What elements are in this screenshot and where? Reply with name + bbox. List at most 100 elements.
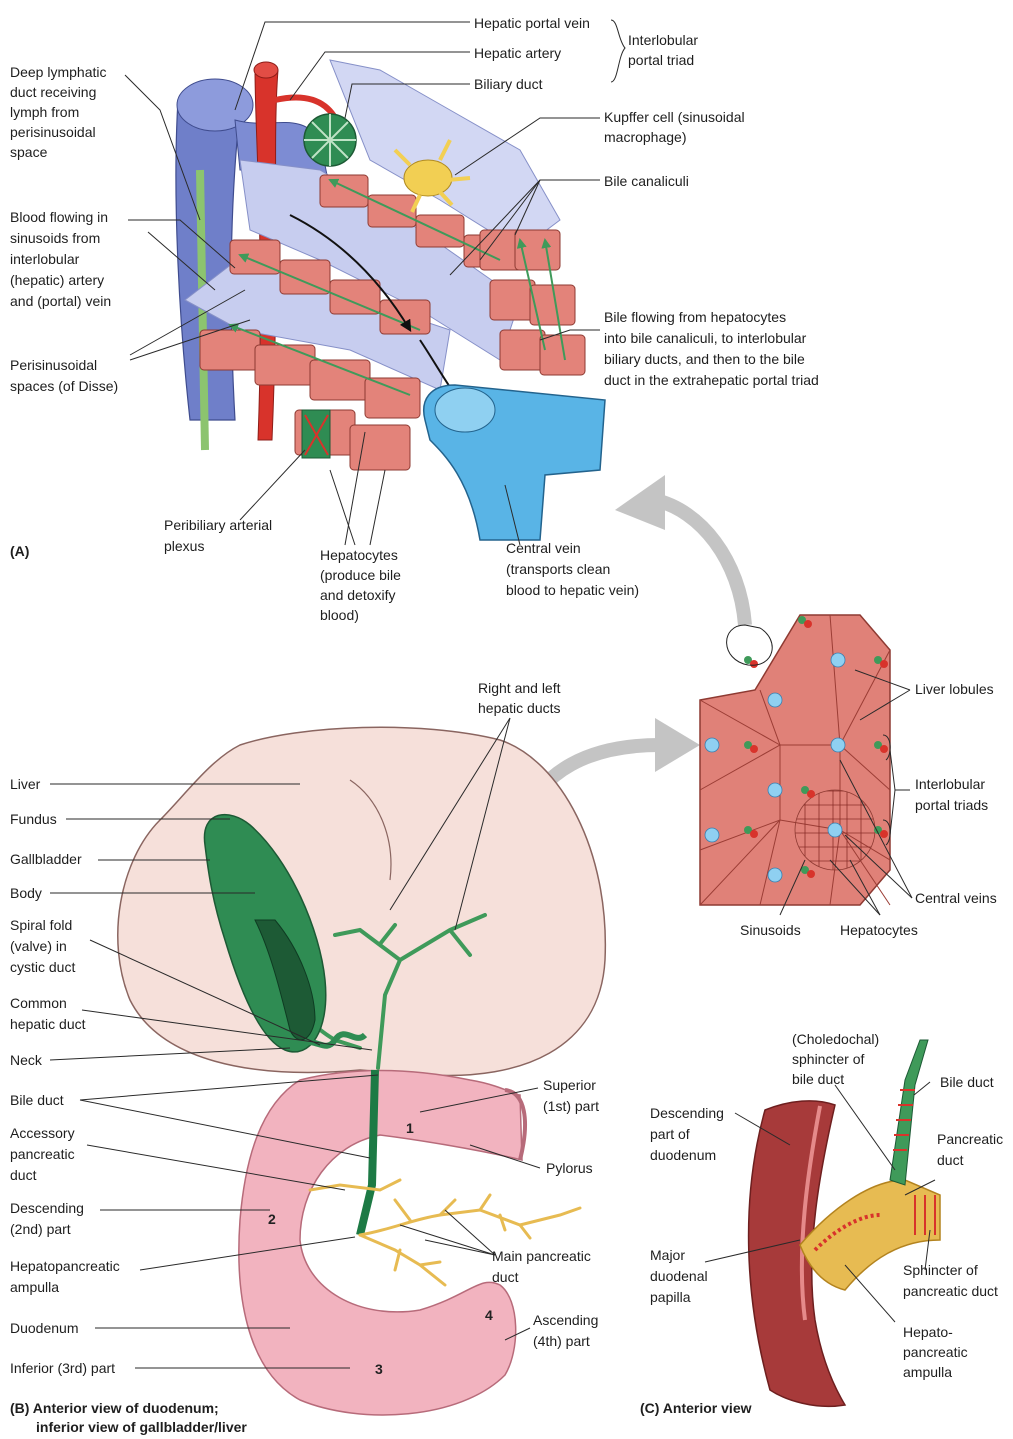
label-sinusoids: Sinusoids [740, 922, 801, 938]
label-line: Hepatopancreatic [10, 1258, 120, 1274]
label-line: (hepatic) artery [10, 272, 104, 288]
label-line: Major [650, 1247, 685, 1263]
label-bile-duct-c: Bile duct [940, 1074, 994, 1090]
label-line: hepatic ducts [478, 700, 561, 716]
label-line: Ascending [533, 1312, 598, 1328]
panel-a-illustration [176, 60, 605, 540]
label-line: Descending [10, 1200, 84, 1216]
pancreatic-ducts [310, 1180, 580, 1285]
label-perisinusoidal-spaces: Perisinusoidal spaces (of Disse) [10, 357, 118, 394]
label-line: sphincter of [792, 1051, 864, 1067]
label-line: Hepatocytes [320, 547, 398, 563]
hepatic-artery-top [254, 62, 278, 78]
label-line: (valve) in [10, 938, 67, 954]
label-line: ampulla [10, 1279, 59, 1295]
label-duodenum: Duodenum [10, 1320, 79, 1336]
label-line: Spiral fold [10, 917, 72, 933]
label-line: lymph from [10, 104, 79, 120]
label-line: interlobular [10, 251, 80, 267]
label-descending-part: Descending(2nd) part [10, 1200, 84, 1237]
label-line: Right and left [478, 680, 561, 696]
label-common-hepatic-duct: Common hepatic duct [10, 995, 86, 1032]
label-ascending-part: Ascending(4th) part [533, 1312, 598, 1349]
label-biliary-duct: Biliary duct [474, 76, 543, 92]
duodenum-part-number-2: 2 [268, 1211, 276, 1227]
label-line: blood) [320, 607, 359, 623]
label-descending-part-duodenum: Descending part of duodenum [650, 1105, 724, 1163]
label-line: (1st) part [543, 1098, 599, 1114]
label-main-pancreatic-duct: Main pancreatic duct [492, 1248, 591, 1285]
caption-panel-b: (B) Anterior view of duodenum;inferior v… [10, 1400, 247, 1435]
label-line: Central vein [506, 540, 581, 556]
label-line: (produce bile [320, 567, 401, 583]
label-line: Sphincter of [903, 1262, 978, 1278]
label-bile-canaliculi: Bile canaliculi [604, 173, 689, 189]
label-line: spaces (of Disse) [10, 378, 118, 394]
label-gallbladder: Gallbladder [10, 851, 82, 867]
label-line: Common [10, 995, 67, 1011]
label-line: blood to hepatic vein) [506, 582, 639, 598]
liver-shape [118, 727, 606, 1075]
label-line: plexus [164, 538, 204, 554]
label-fundus: Fundus [10, 811, 57, 827]
label-superior-part: Superior (1st) part [543, 1077, 599, 1114]
bile-duct-c-shape [890, 1040, 928, 1185]
label-line: duct [492, 1269, 519, 1285]
label-deep-lymphatic-duct: Deep lymphaticduct receivinglymph frompe… [10, 64, 107, 160]
label-line: into bile canaliculi, to interlobular [604, 330, 807, 346]
label-line: Main pancreatic [492, 1248, 591, 1264]
label-line: hepatic duct [10, 1016, 86, 1032]
label-line: pancreatic [903, 1344, 968, 1360]
caption-panel-c: (C) Anterior view [640, 1400, 752, 1416]
label-line: duodenum [650, 1147, 716, 1163]
label-line: Perisinusoidal [10, 357, 97, 373]
label-major-duodenal-papilla: Major duodenal papilla [650, 1247, 708, 1305]
label-inferior-part: Inferior (3rd) part [10, 1360, 115, 1376]
label-right-left-hepatic-ducts: Right and left hepatic ducts [478, 680, 561, 716]
label-hepatocytes-a: Hepatocytes (produce bile and detoxify bloo… [320, 547, 401, 623]
label-pancreatic-duct: Pancreatic duct [937, 1131, 1003, 1168]
label-line: duodenal [650, 1268, 708, 1284]
label-line: cystic duct [10, 959, 75, 975]
label-line: Descending [650, 1105, 724, 1121]
label-line: Interlobular [628, 32, 698, 48]
label-body: Body [10, 885, 42, 901]
duodenum-part-number-4: 4 [485, 1307, 493, 1323]
label-line: portal triad [628, 52, 694, 68]
label-bile-duct-b: Bile duct [10, 1092, 64, 1108]
label-line: space [10, 144, 48, 160]
label-line: papilla [650, 1289, 691, 1305]
label-line: portal triads [915, 797, 988, 813]
central-vein-opening [435, 388, 495, 432]
label-line: duct receiving [10, 84, 96, 100]
label-interlobular-portal-triads: Interlobular portal triads [915, 776, 988, 813]
lobule-to-a-arrow [655, 500, 745, 625]
label-spiral-fold: Spiral fold (valve) in cystic duct [10, 917, 75, 975]
label-line: Superior [543, 1077, 596, 1093]
label-line: duct [937, 1152, 964, 1168]
label-line: Blood flowing in [10, 209, 108, 225]
label-line: duct [10, 1167, 37, 1183]
duodenum-part-number-1: 1 [406, 1120, 414, 1136]
label-line: Hepato- [903, 1324, 953, 1340]
label-line: biliary ducts, and then to the bile [604, 351, 805, 367]
label-liver-lobules: Liver lobules [915, 681, 994, 697]
label-line: Kupffer cell (sinusoidal [604, 109, 745, 125]
label-line: perisinusoidal [10, 124, 96, 140]
lobule-to-a-arrowhead [615, 475, 665, 530]
label-line: and detoxify [320, 587, 396, 603]
label-line: (Choledochal) [792, 1031, 879, 1047]
label-line: Pancreatic [937, 1131, 1003, 1147]
label-line: Interlobular [915, 776, 985, 792]
label-interlobular-portal-triad: Interlobular portal triad [628, 32, 698, 68]
label-hepatic-portal-vein: Hepatic portal vein [474, 15, 590, 31]
label-neck: Neck [10, 1052, 43, 1068]
label-line: part of [650, 1126, 690, 1142]
